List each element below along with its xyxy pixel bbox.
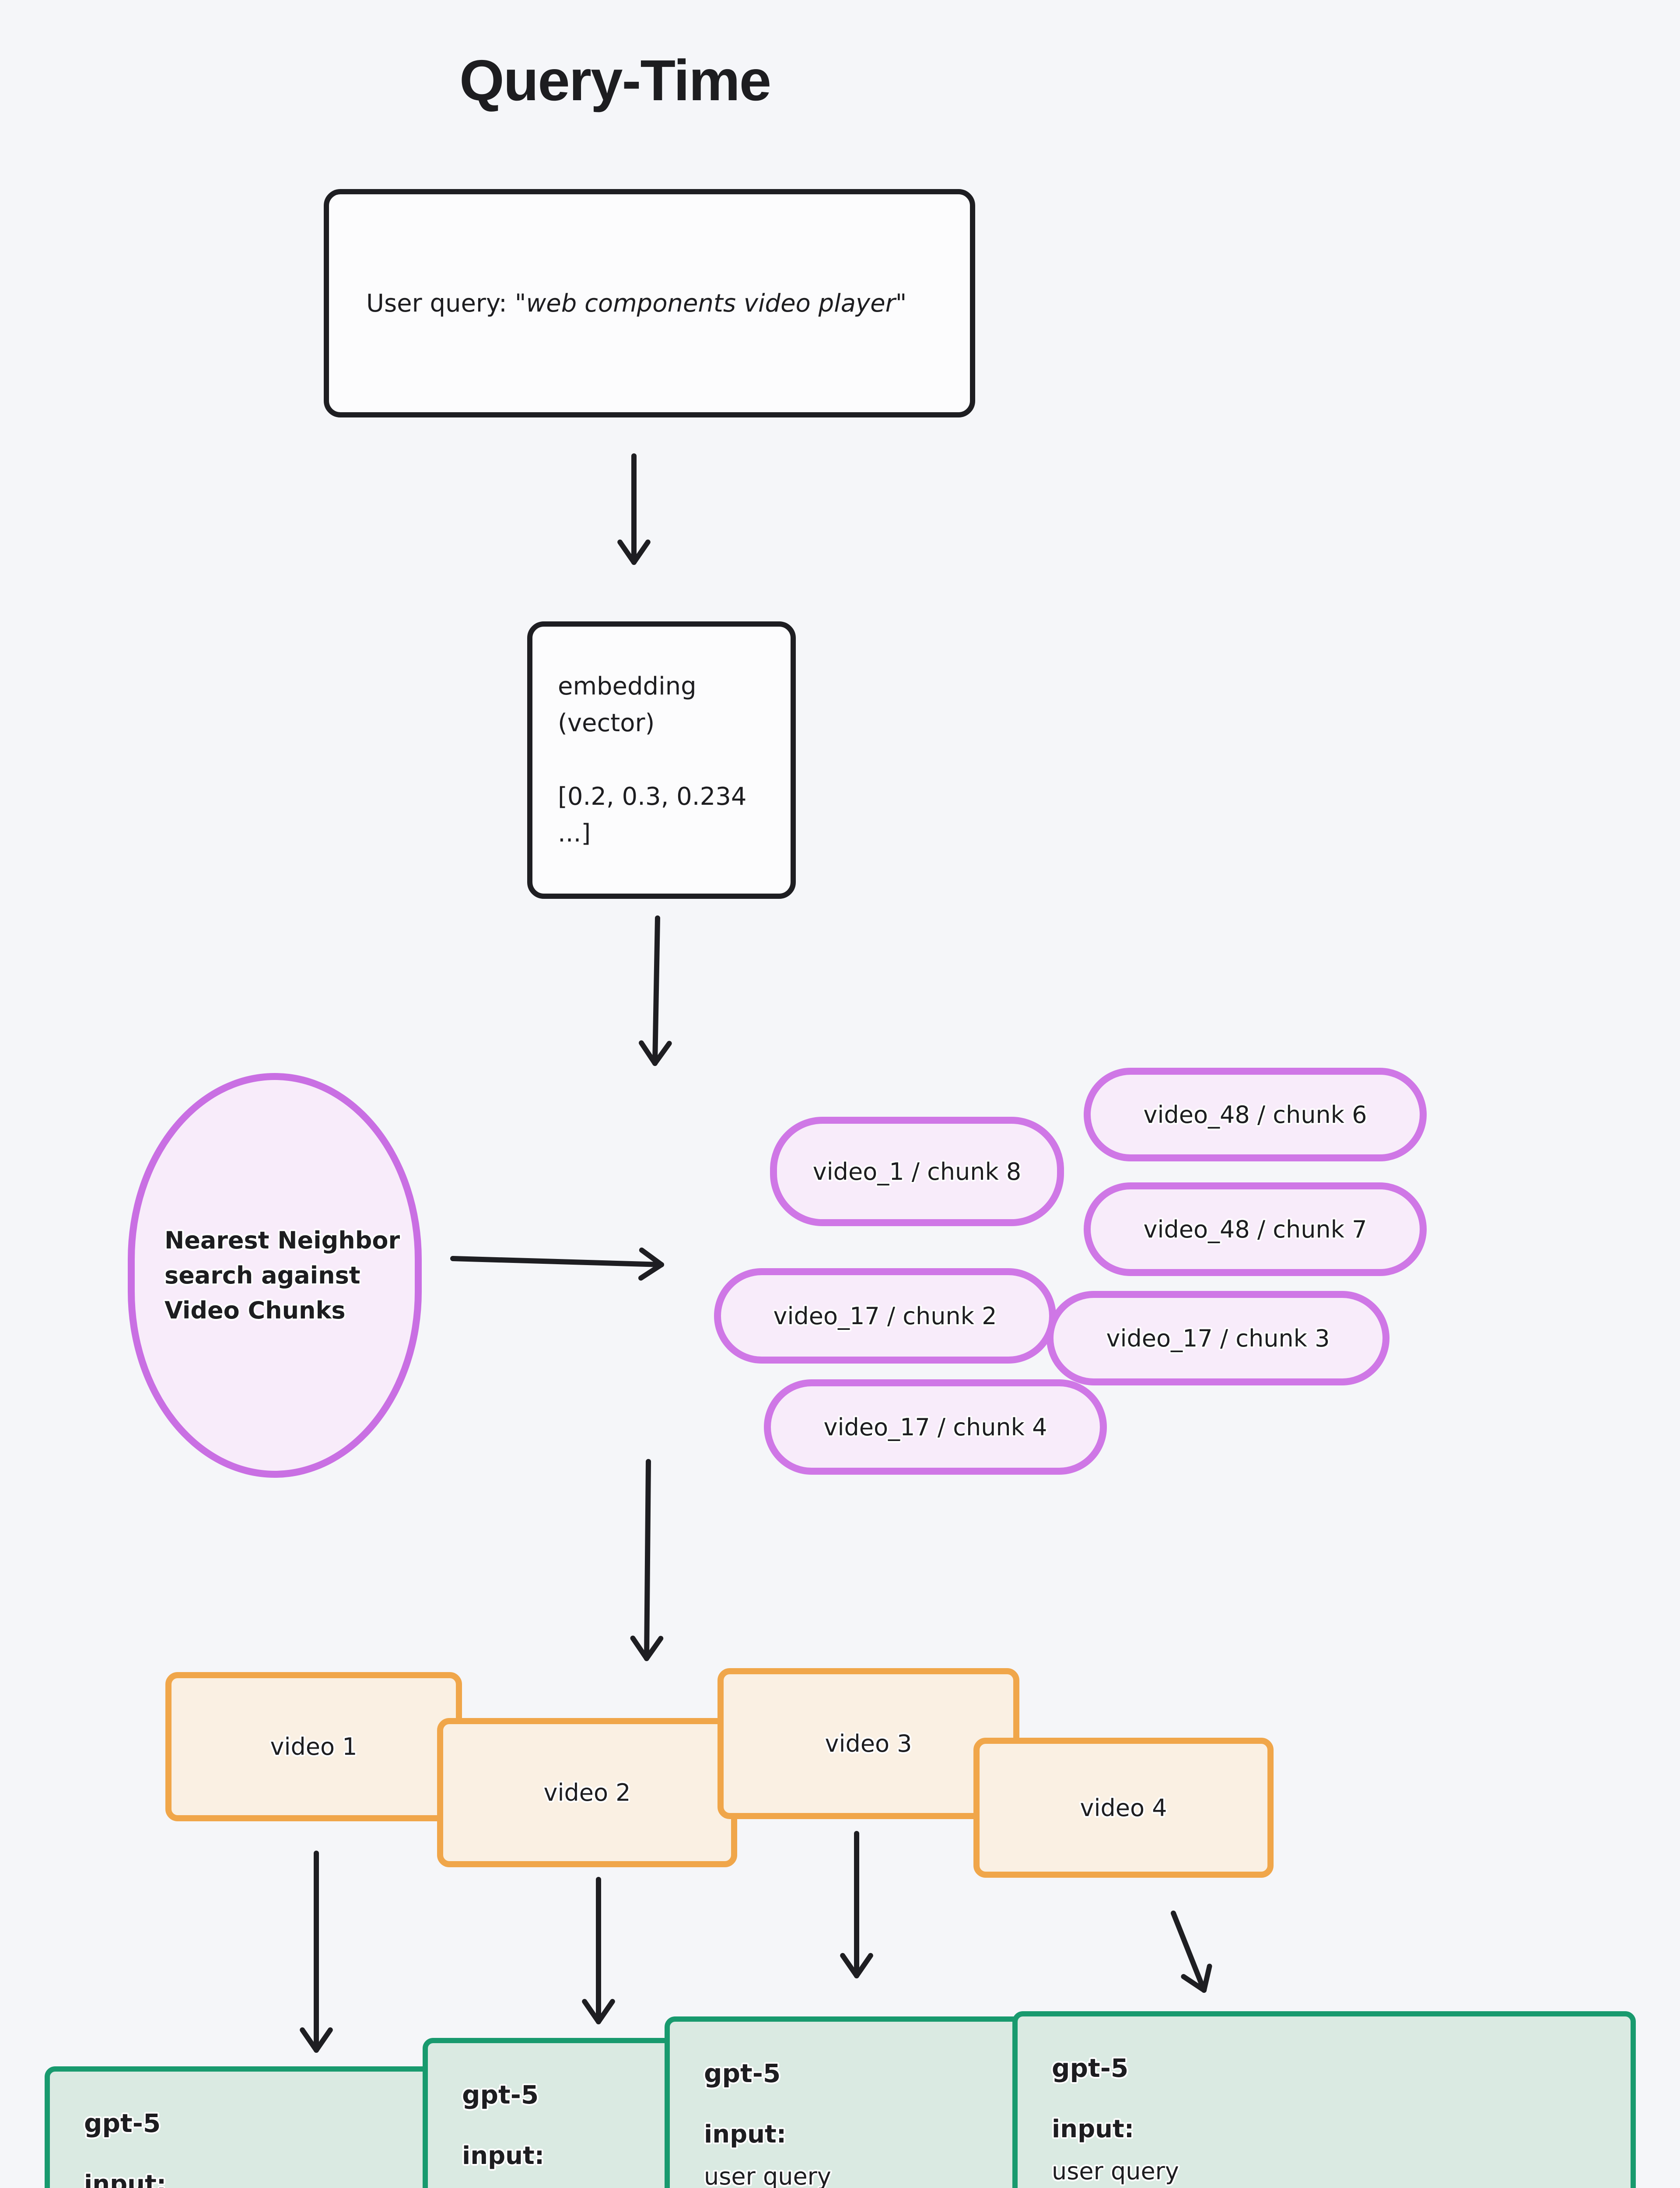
chunk-pill-video48-chunk6: video_48 / chunk 6 xyxy=(1084,1068,1427,1161)
gpt5-box-4: gpt-5 input: user query the video transc… xyxy=(1012,2011,1636,2188)
gpt-model-label: gpt-5 xyxy=(84,2108,161,2138)
video-box-3: video 3 xyxy=(718,1668,1019,1819)
user-query-prefix: User query: xyxy=(366,289,515,318)
gpt-input-label: input: xyxy=(704,2120,787,2149)
gpt-input-label: input: xyxy=(84,2170,167,2188)
gpt-input-line: user query xyxy=(462,2177,1023,2188)
nn-label-line: Nearest Neighbor xyxy=(164,1226,400,1254)
nn-label-line: search against xyxy=(164,1261,360,1289)
nearest-neighbor-ellipse: Nearest Neighbor search against Video Ch… xyxy=(128,1073,422,1478)
user-query-box: User query: "web components video player… xyxy=(324,189,975,417)
gpt-input-line: user query xyxy=(1052,2157,1179,2185)
embedding-line: embedding xyxy=(558,672,696,701)
gpt-model-label: gpt-5 xyxy=(1052,2053,1129,2083)
spacer xyxy=(1052,2089,1613,2108)
arrow-embedding-to-search xyxy=(639,915,672,1066)
user-query-text: User query: "web components video player… xyxy=(366,289,906,318)
embedding-vector-line: ...] xyxy=(558,819,591,848)
chunk-pill-video17-chunk4: video_17 / chunk 4 xyxy=(764,1379,1107,1475)
arrow-chunks-to-videos xyxy=(630,1459,664,1661)
video-box-2: video 2 xyxy=(437,1718,737,1867)
gpt-input-label: input: xyxy=(1052,2115,1134,2143)
nn-label-line: Video Chunks xyxy=(164,1296,346,1324)
gpt-input-label: input: xyxy=(462,2142,545,2170)
gpt-input-line: user query xyxy=(704,2163,831,2188)
arrow-search-to-chunks xyxy=(450,1247,664,1281)
video-box-4: video 4 xyxy=(973,1738,1274,1878)
chunk-pill-video17-chunk3: video_17 / chunk 3 xyxy=(1046,1291,1390,1385)
video-box-1: video 1 xyxy=(165,1672,462,1821)
chunk-pill-video1-chunk8: video_1 / chunk 8 xyxy=(770,1117,1064,1226)
embedding-vector-line: [0.2, 0.3, 0.234 xyxy=(558,782,747,811)
chunk-pill-video48-chunk7: video_48 / chunk 7 xyxy=(1084,1182,1427,1276)
embedding-box: embedding (vector) [0.2, 0.3, 0.234 ...] xyxy=(527,621,796,899)
arrow-video4-to-gpt xyxy=(1171,1911,1212,1993)
page-title: Query-Time xyxy=(459,48,771,112)
user-query-quote: "web components video player" xyxy=(514,289,907,318)
embedding-line: (vector) xyxy=(558,709,655,737)
chunk-pill-video17-chunk2: video_17 / chunk 2 xyxy=(714,1268,1056,1364)
gpt-model-label: gpt-5 xyxy=(704,2058,781,2088)
gpt-model-label: gpt-5 xyxy=(462,2080,539,2110)
